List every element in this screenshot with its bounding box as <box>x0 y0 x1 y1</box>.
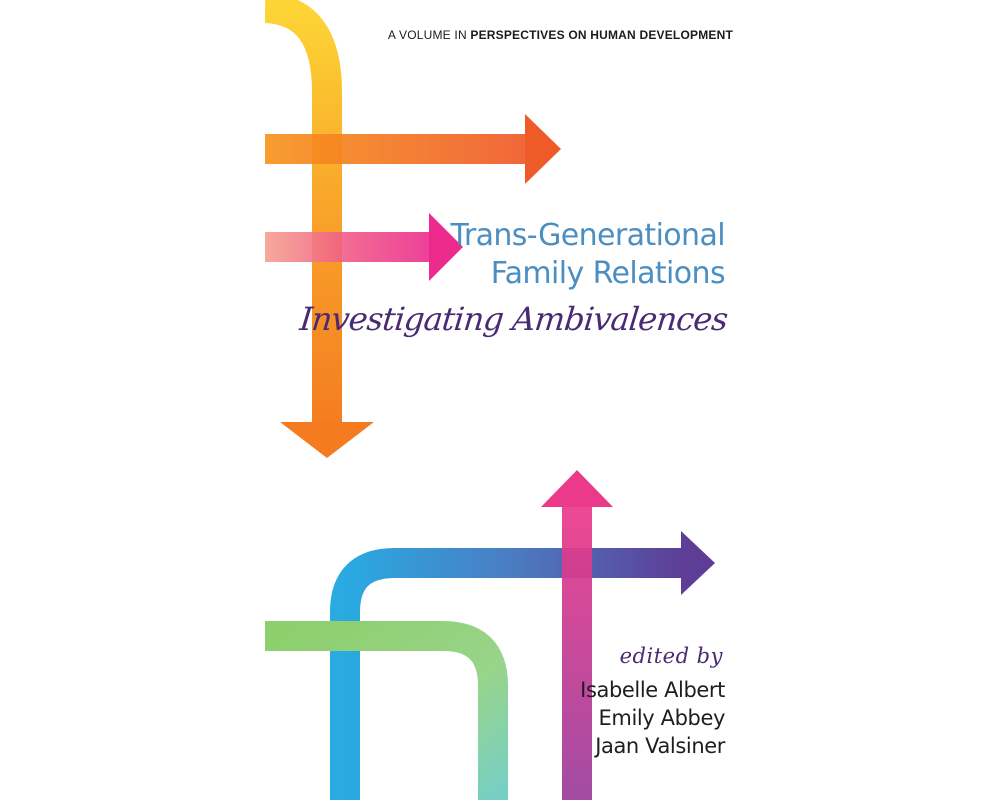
arrow-up-pink <box>562 505 592 800</box>
book-cover: A VOLUME IN PERSPECTIVES ON HUMAN DEVELO… <box>265 0 735 800</box>
series-name: PERSPECTIVES ON HUMAN DEVELOPMENT <box>470 28 733 42</box>
edited-by-label: edited by <box>619 644 723 668</box>
book-title-line-2: Family Relations <box>490 256 726 291</box>
editor-name: Emily Abbey <box>598 706 726 730</box>
editor-name: Isabelle Albert <box>580 678 725 702</box>
arrow-right-pink <box>265 232 431 262</box>
arrowhead-right-purple <box>681 531 715 595</box>
book-title-line-1: Trans-Generational <box>450 218 726 253</box>
cover-arrow-artwork <box>265 0 715 800</box>
editor-name: Jaan Valsiner <box>595 734 725 758</box>
arrow-blue-purple <box>330 548 683 800</box>
arrow-down-curved <box>265 0 342 430</box>
arrowhead-right-pink <box>429 213 463 281</box>
arrow-green-teal <box>265 621 508 800</box>
arrowhead-down <box>280 422 374 458</box>
series-line: A VOLUME IN PERSPECTIVES ON HUMAN DEVELO… <box>353 28 733 42</box>
book-subtitle: Investigating Ambivalences <box>297 300 729 338</box>
arrowhead-up-pink <box>541 470 613 507</box>
arrowhead-right-orange <box>525 114 561 184</box>
arrow-right-orange <box>265 134 527 164</box>
series-prefix: A VOLUME IN <box>387 28 467 42</box>
